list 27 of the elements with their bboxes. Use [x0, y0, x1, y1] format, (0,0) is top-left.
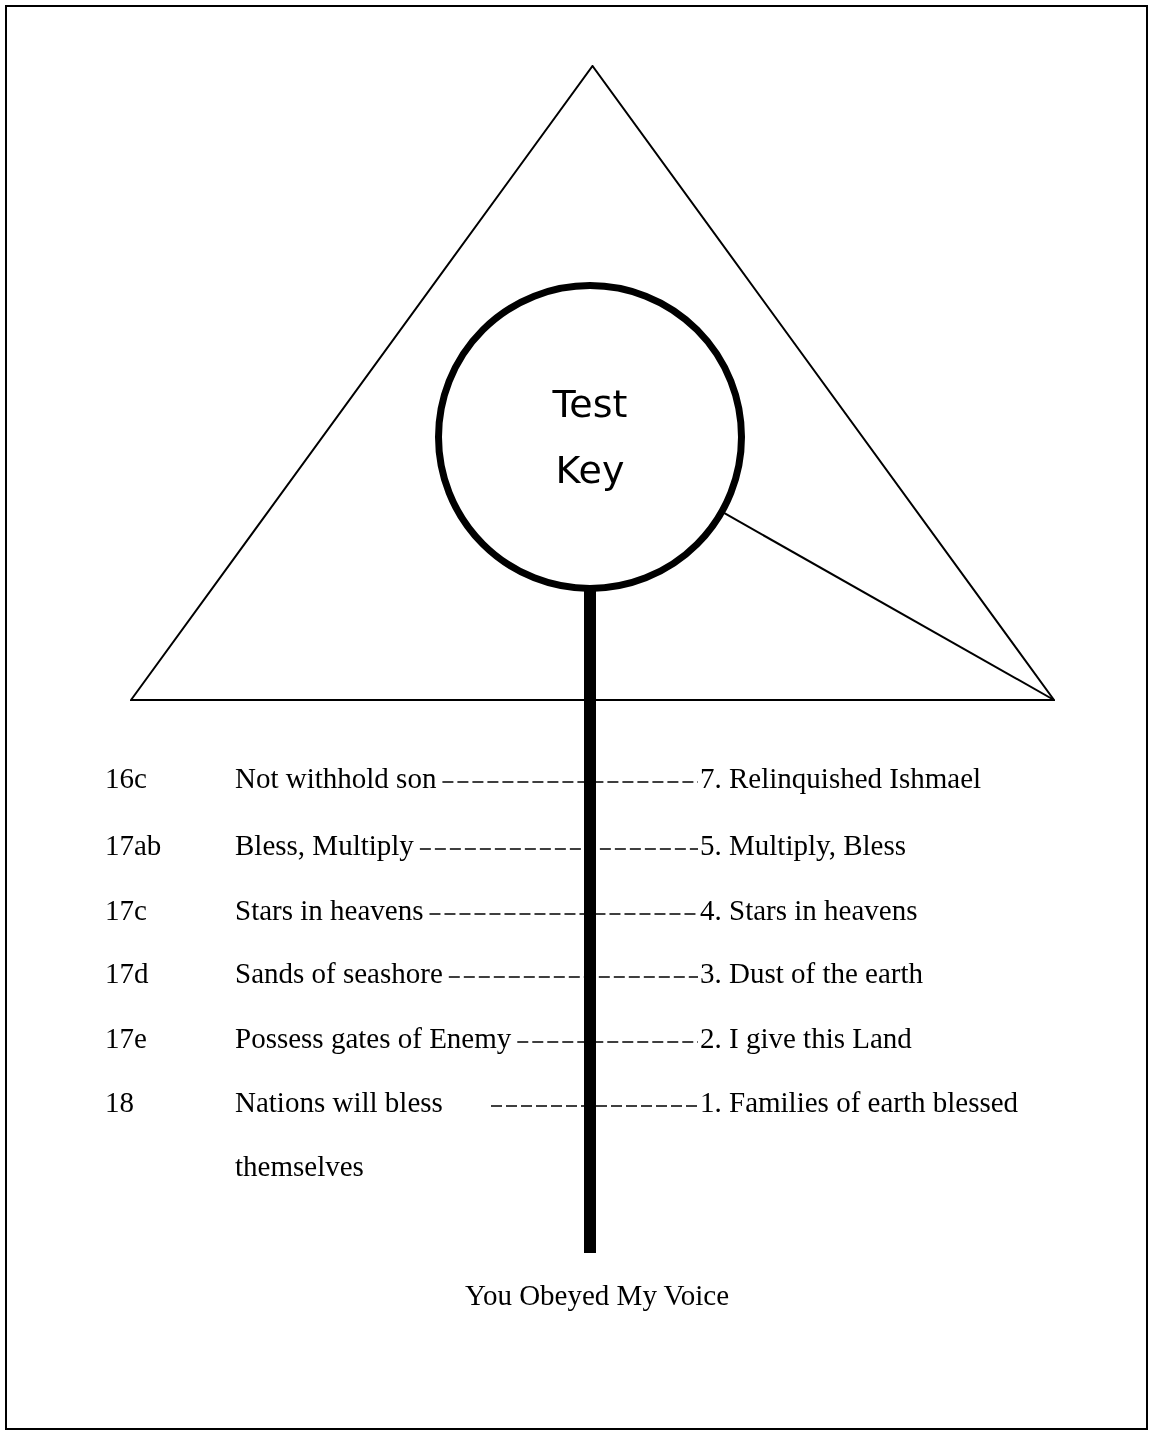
caption-text: You Obeyed My Voice	[464, 1277, 730, 1313]
row-text: 5. Multiply, Bless	[700, 827, 906, 863]
row-text: Bless, Multiply	[235, 827, 414, 863]
dashed-connector	[448, 976, 699, 978]
row-text: 3. Dust of the earth	[700, 955, 924, 991]
row-text: 2. I give this Land	[700, 1020, 912, 1056]
verse-number: 18	[105, 1085, 134, 1120]
row-text: Not withhold son	[235, 760, 437, 796]
triangle-outline	[130, 65, 1055, 701]
row-text: Sands of seashore	[235, 955, 443, 991]
row-text: 4. Stars in heavens	[700, 892, 918, 928]
verse-number: 17d	[105, 956, 149, 991]
verse-number: 17ab	[105, 828, 162, 863]
dashed-connector	[490, 1105, 699, 1107]
dashed-connector	[516, 1041, 699, 1043]
row-text: 7. Relinquished Ishmael	[700, 760, 982, 796]
connector-line	[722, 511, 1055, 701]
dashed-connector	[441, 781, 699, 783]
circle: Test Key	[435, 282, 745, 592]
row-text: 1. Families of earth blessed	[700, 1084, 1019, 1120]
row-text: Possess gates of Enemy	[235, 1020, 512, 1056]
row-text: Nations will bless themselves	[235, 1070, 485, 1198]
row-text: Stars in heavens	[235, 892, 424, 928]
verse-number: 17c	[105, 893, 147, 928]
dashed-connector	[419, 848, 699, 850]
verse-number: 16c	[105, 761, 147, 796]
verse-number: 17e	[105, 1021, 147, 1056]
